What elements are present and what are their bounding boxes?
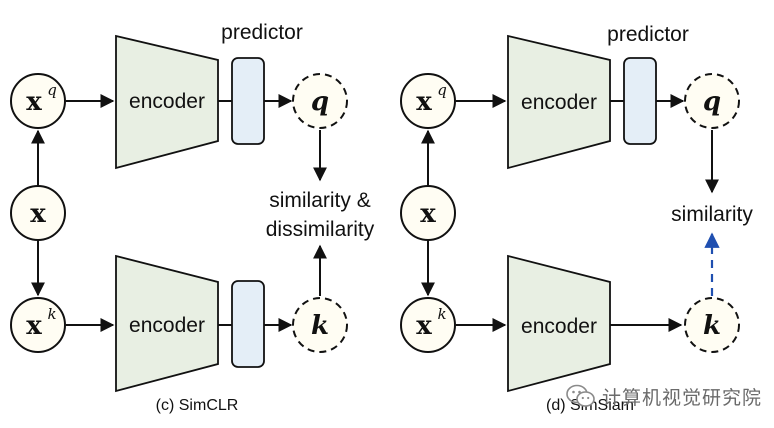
encoder-top: encoder xyxy=(507,34,611,170)
encoder-top: encoder xyxy=(115,34,219,170)
xq-node: x q xyxy=(400,73,456,129)
k-node: k xyxy=(684,297,740,353)
xq-sup: q xyxy=(47,81,57,99)
xq-node: x q xyxy=(10,73,66,129)
simsiam-panel: predictor x q x x k encoder q xyxy=(400,23,753,414)
encoder-bottom: encoder xyxy=(507,254,611,393)
watermark: 计算机视觉研究院 xyxy=(566,380,762,412)
simclr-panel: predictor x q x x k encoder xyxy=(10,21,375,414)
q-node: q xyxy=(292,73,348,129)
encoder-top-label: encoder xyxy=(521,91,597,114)
objective-line-1: similarity & xyxy=(269,189,371,212)
xk-sup: k xyxy=(47,305,56,323)
panel-caption: (c) SimCLR xyxy=(156,397,239,414)
predictor-block xyxy=(231,57,265,145)
k-label: k xyxy=(703,311,721,341)
q-label: q xyxy=(703,87,721,117)
encoder-bottom: encoder xyxy=(115,254,219,393)
predictor-block xyxy=(623,57,657,145)
encoder-bottom-label: encoder xyxy=(129,314,205,337)
xq-base: x xyxy=(416,87,432,117)
q-label: q xyxy=(311,87,329,117)
x-node: x xyxy=(400,185,456,241)
xk-sup: k xyxy=(437,305,446,323)
predictor-block-bottom xyxy=(231,280,265,368)
xq-base: x xyxy=(26,87,42,117)
objective-line-1: similarity xyxy=(671,203,753,226)
encoder-top-label: encoder xyxy=(129,90,205,113)
x-label: x xyxy=(420,199,436,229)
watermark-text: 计算机视觉研究院 xyxy=(602,386,763,409)
objective-line-2: dissimilarity xyxy=(266,218,375,241)
xq-sup: q xyxy=(437,81,447,99)
wechat-icon xyxy=(566,384,595,407)
xk-base: x xyxy=(416,311,432,341)
predictor-label: predictor xyxy=(607,23,689,46)
x-node: x xyxy=(10,185,66,241)
q-node: q xyxy=(684,73,740,129)
x-label: x xyxy=(30,199,46,229)
encoder-bottom-label: encoder xyxy=(521,315,597,338)
xk-node: x k xyxy=(400,297,456,353)
k-node: k xyxy=(292,297,348,353)
k-label: k xyxy=(311,311,329,341)
xk-base: x xyxy=(26,311,42,341)
predictor-label: predictor xyxy=(221,21,303,44)
xk-node: x k xyxy=(10,297,66,353)
